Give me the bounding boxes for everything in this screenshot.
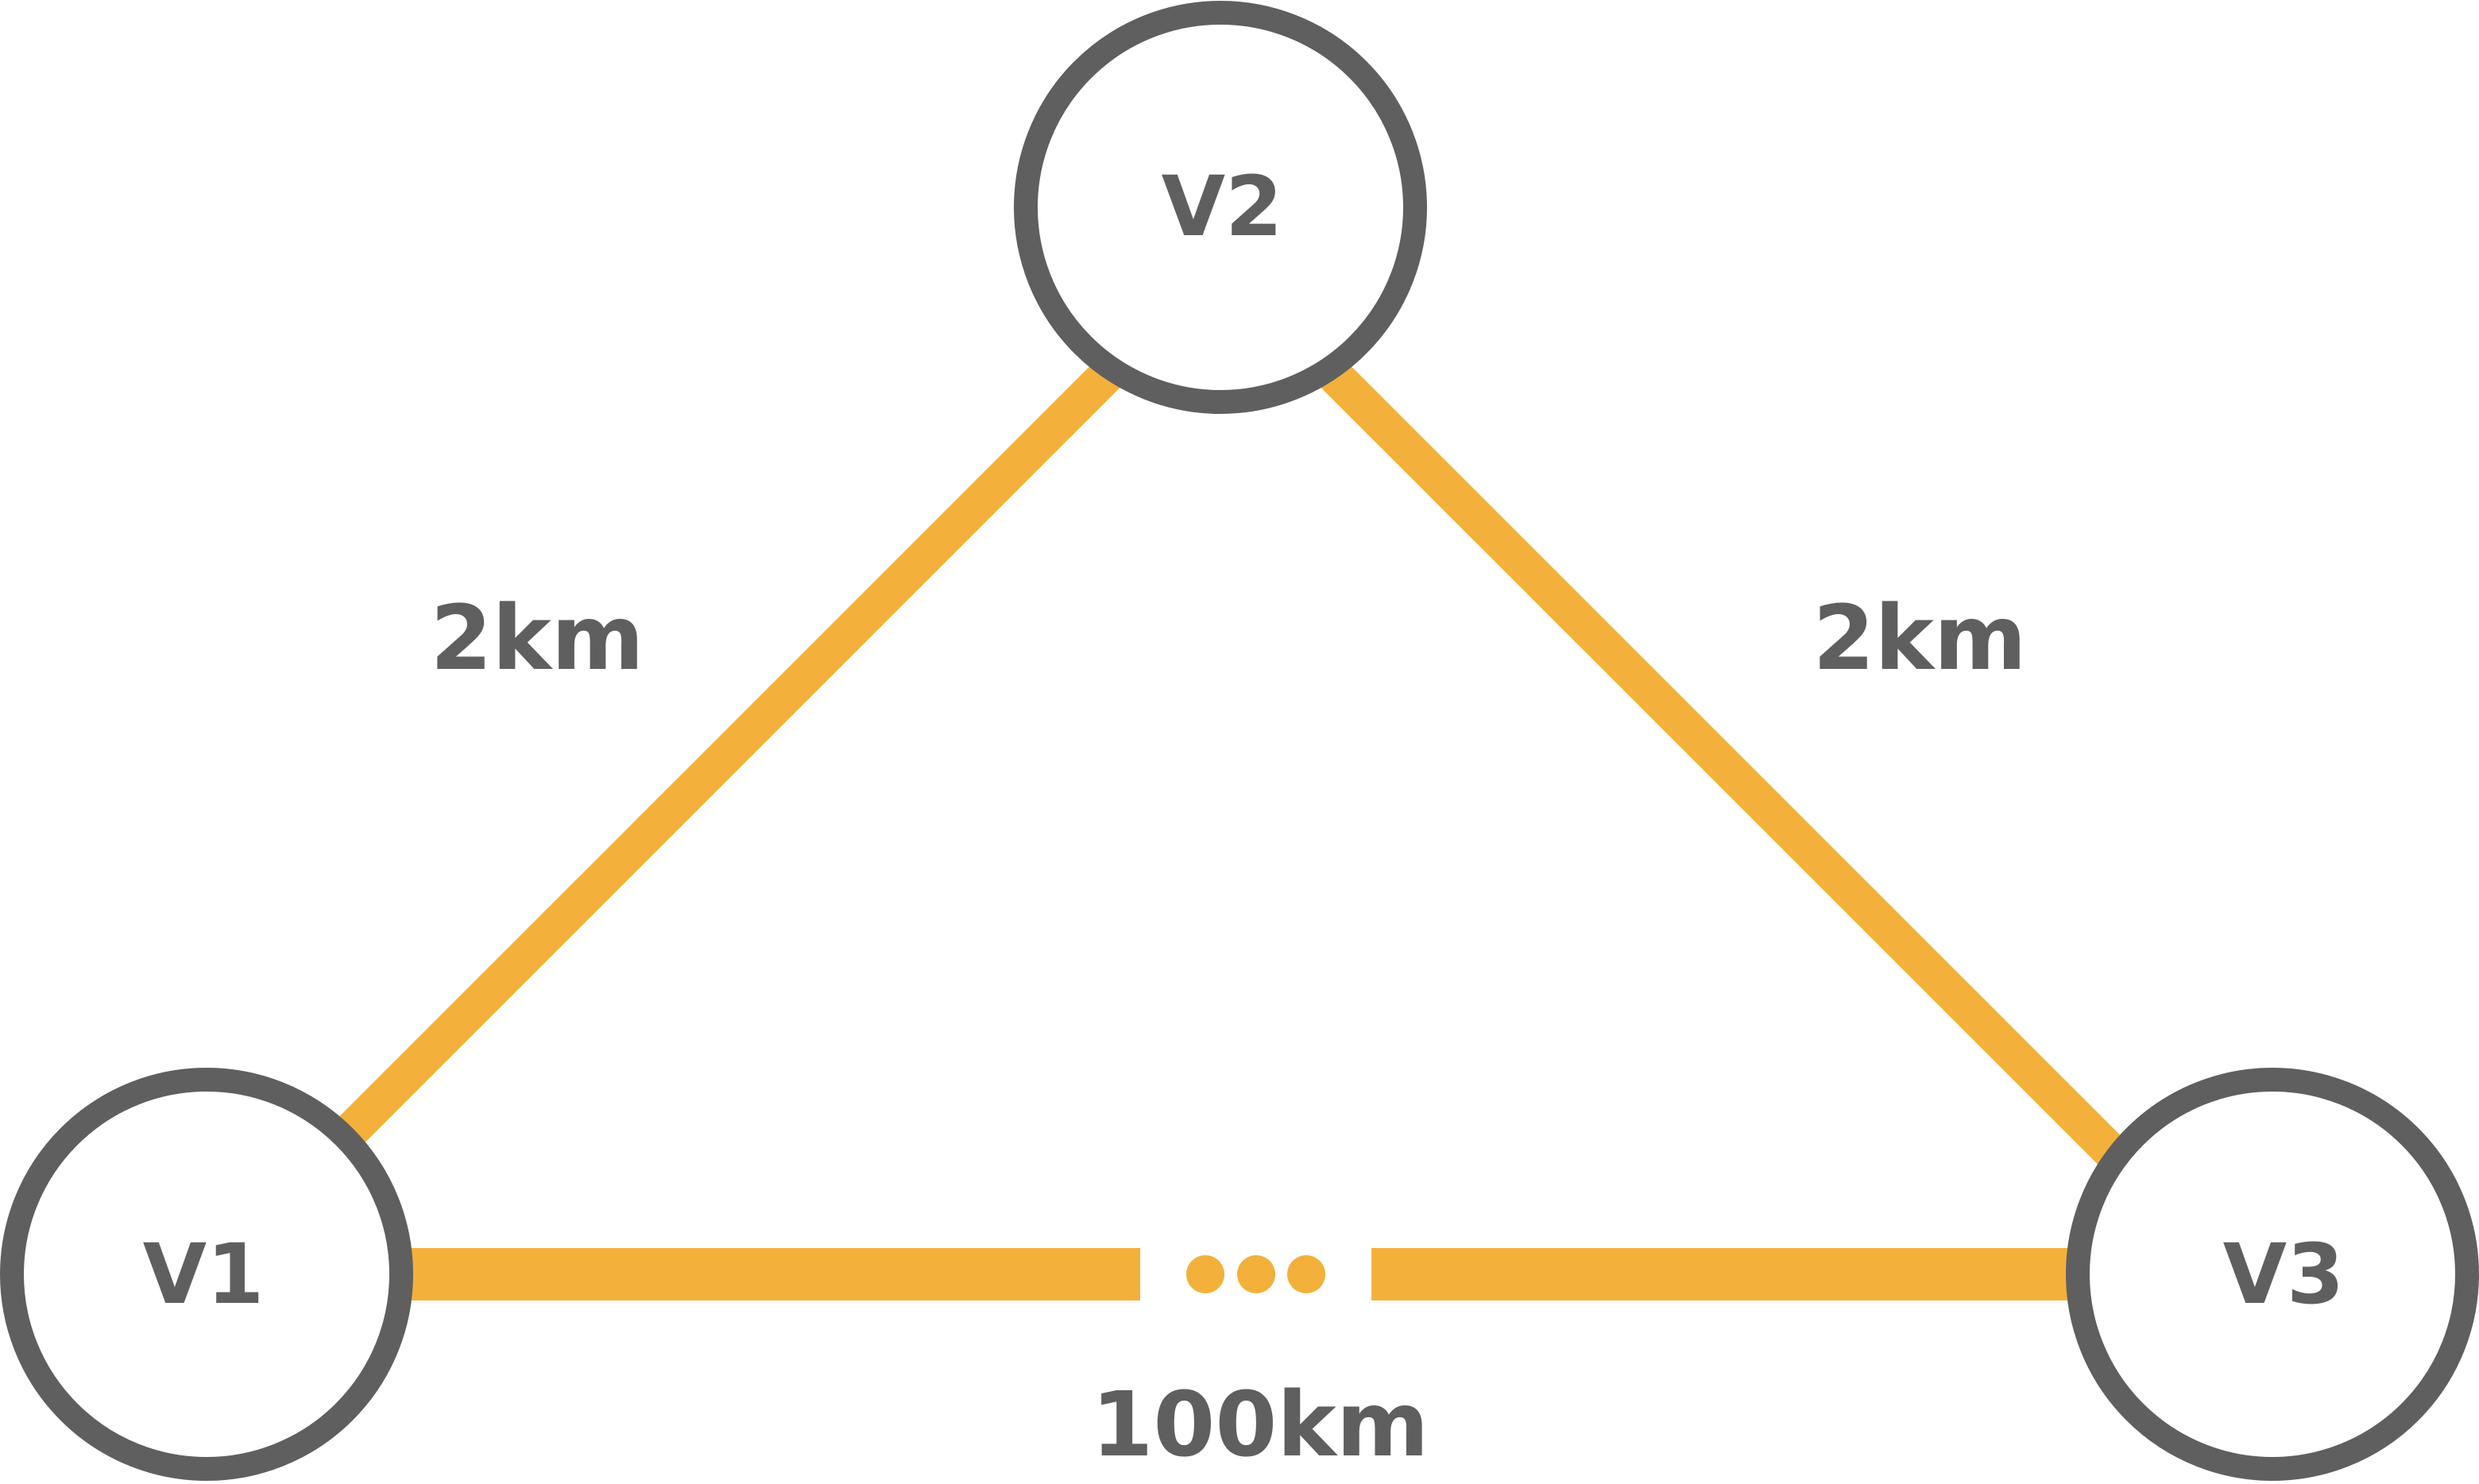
node-label-v3: V3 (2223, 1226, 2345, 1323)
node-v2[interactable]: V2 (1014, 1, 1427, 414)
ellipsis-dot (1237, 1255, 1275, 1293)
node-v3[interactable]: V3 (2066, 1068, 2479, 1481)
ellipsis-dot (1287, 1255, 1325, 1293)
edge-label-v2-v3: 2km (1812, 587, 2026, 690)
edge-v1-v2 (193, 248, 1234, 1289)
edge-label-v1-v3: 100km (1092, 1374, 1429, 1477)
edge-labels: 2km 2km 100km (430, 587, 2026, 1477)
node-v1[interactable]: V1 (0, 1068, 413, 1481)
node-label-v2: V2 (1162, 158, 1283, 255)
edge-label-v1-v2: 2km (430, 587, 644, 690)
edge-v2-v3 (1207, 248, 2256, 1297)
ellipsis-dot (1186, 1255, 1224, 1293)
node-circle-v3 (2066, 1068, 2479, 1481)
node-circle-v2 (1014, 1, 1427, 414)
node-label-v1: V1 (143, 1226, 265, 1323)
node-circle-v1 (0, 1068, 413, 1481)
ellipsis-dots (1186, 1255, 1325, 1293)
edges (193, 248, 2272, 1300)
